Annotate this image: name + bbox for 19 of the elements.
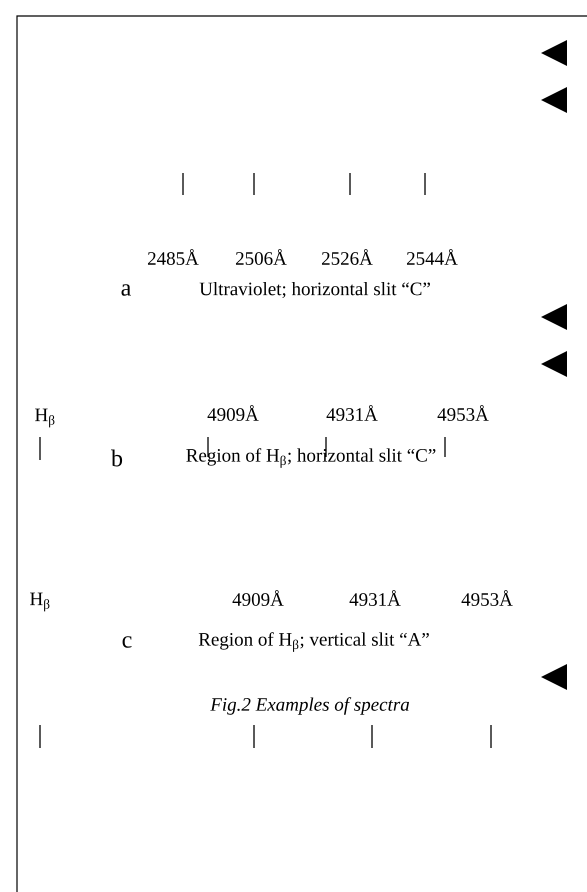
wavelength-label: 4931Å: [350, 590, 401, 606]
figure-caption: Fig.2 Examples of spectra: [210, 697, 410, 715]
panel-description: Region of H$_{β}$; vertical slit “A”: [198, 632, 429, 652]
wavelength-label: 4953Å: [438, 405, 489, 421]
panel-description: Ultraviolet; horizontal slit “C”: [200, 282, 430, 298]
wavelength-label: 4953Å: [462, 590, 513, 606]
wavelength-label: 4909Å: [232, 590, 284, 606]
line-label: H$_{β}$: [30, 592, 50, 612]
wavelength-label: 2526Å: [322, 249, 373, 265]
panel-letter: b: [111, 450, 122, 466]
line-label: H$_{β}$: [35, 408, 54, 428]
panel-letter: c: [122, 636, 132, 648]
wavelength-label: 4909Å: [208, 405, 259, 421]
panel-description: Region of H$_{β}$; horizontal slit “C”: [186, 448, 436, 468]
wavelength-label: 4931Å: [326, 405, 378, 421]
wavelength-label: 2485Å: [148, 249, 199, 265]
panel-letter: a: [122, 284, 131, 296]
wavelength-label: 2544Å: [406, 249, 458, 265]
wavelength-label: 2506Å: [236, 249, 287, 265]
